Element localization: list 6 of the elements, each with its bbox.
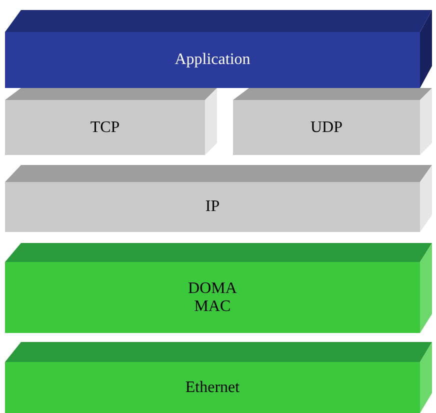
layer-label: UDP bbox=[309, 118, 344, 136]
layer-label: TCP bbox=[89, 118, 121, 136]
layer-label: Ethernet bbox=[184, 378, 241, 396]
layer-label: IP bbox=[204, 198, 221, 216]
layer-label: Application bbox=[174, 51, 252, 69]
layer-label: DOMA MAC bbox=[188, 280, 238, 316]
